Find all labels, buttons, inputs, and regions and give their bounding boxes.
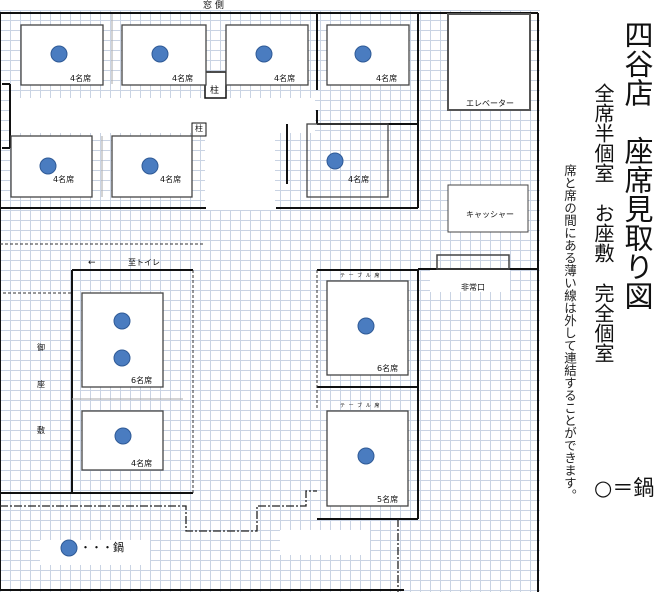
table-seat-label-2: テ ー ブ ル 席 <box>340 403 381 409</box>
pillar-2-box <box>191 122 207 137</box>
table-label-t9: 4名席 <box>131 459 153 468</box>
page-subtitle: 全席半個室 お座敷 完全個室 <box>591 83 615 363</box>
table-label-t11: 5名席 <box>377 495 399 504</box>
page-title: 四谷店 座席見取り図 <box>620 20 654 310</box>
table-label-t8: 6名席 <box>131 376 153 385</box>
ozashiki-char-1: 御 <box>37 343 45 352</box>
pot-icon <box>357 317 375 335</box>
aisle-areas <box>0 0 540 565</box>
emergency-exit-label: 非常口 <box>461 283 485 292</box>
arrow-left-icon: ← <box>88 258 96 268</box>
to-toilet-label: 至トイレ <box>128 258 160 267</box>
pot-icon <box>113 312 131 330</box>
note-text: 席と席の間にある薄い線は外して連結することができます。 <box>562 164 577 502</box>
pot-icon <box>151 45 169 63</box>
table-seat-label-1: テ ー ブ ル 席 <box>340 273 381 279</box>
elevator-box <box>447 13 531 111</box>
legend-bottom-label: ・・・鍋 <box>80 541 124 554</box>
dashed-lines <box>0 243 318 493</box>
pillar-label-1: 柱 <box>210 86 220 96</box>
table-label-t5: 4名席 <box>53 175 75 184</box>
pot-icon <box>113 349 131 367</box>
divider-lines <box>72 14 183 400</box>
cashier-label: キャッシャー <box>466 210 514 219</box>
cashier-box <box>447 184 529 233</box>
table-label-t7: 4名席 <box>348 175 370 184</box>
emergency-exit-door <box>436 254 510 270</box>
table-label-t6: 4名席 <box>160 175 182 184</box>
pots-layer <box>39 45 375 465</box>
ozashiki-char-3: 敷 <box>37 426 45 435</box>
pot-icon <box>39 157 57 175</box>
table-t8 <box>81 292 164 388</box>
pot-icon <box>141 157 159 175</box>
pot-icon <box>357 447 375 465</box>
pot-icon <box>354 45 372 63</box>
table-label-t2: 4名席 <box>172 74 194 83</box>
table-t7 <box>306 123 389 198</box>
table-t1 <box>20 24 104 86</box>
legend-pot-icon <box>60 539 78 557</box>
dash-dot-lines <box>0 490 399 592</box>
legend-right-label: ○＝鍋 <box>594 476 655 500</box>
table-label-t4: 4名席 <box>376 74 398 83</box>
window-side-label: 窓 側 <box>203 1 224 11</box>
table-label-t3: 4名席 <box>274 74 296 83</box>
ozashiki-char-2: 座 <box>37 380 45 389</box>
table-label-t1: 4名席 <box>70 74 92 83</box>
pillar-label-2: 柱 <box>195 124 203 133</box>
table-label-t10: 6名席 <box>377 364 399 373</box>
pot-icon <box>114 427 132 445</box>
pot-icon <box>50 45 68 63</box>
elevator-label: エレベーター <box>466 99 514 108</box>
pot-icon <box>255 45 273 63</box>
pot-icon <box>326 152 344 170</box>
